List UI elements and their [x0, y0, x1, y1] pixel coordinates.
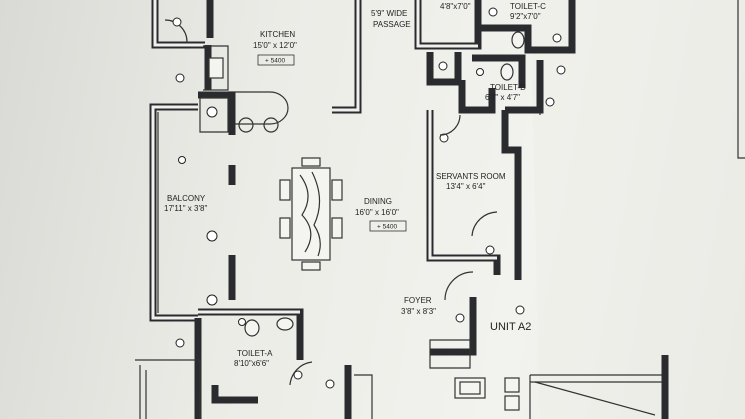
paper-fold-shade	[530, 0, 745, 419]
toilet-a-dims: 8'10"x6'6"	[234, 359, 269, 368]
dining-table	[279, 157, 343, 271]
toilet-d-dims: 6'7" x 4'7"	[485, 93, 520, 102]
toilet-c-wc	[511, 31, 525, 49]
dining-table-top	[291, 167, 331, 261]
toilet-c-walls	[414, 0, 576, 115]
servants-room-walls	[426, 60, 544, 280]
dining-dims: 16'0" x 16'0"	[355, 208, 399, 217]
top-room-dims: 4'8"x7'0"	[440, 2, 471, 11]
stool	[263, 117, 279, 133]
unit-label: UNIT A2	[490, 321, 531, 333]
servants-room-dims: 13'4" x 6'4"	[446, 182, 486, 191]
toilet-a-basin	[276, 317, 294, 331]
kitchen-dims: 15'0" x 12'0"	[253, 41, 297, 50]
foyer-dims: 3'8" x 8'3"	[401, 307, 436, 316]
kitchen-sink	[208, 57, 224, 79]
toilet-a-wc	[244, 319, 260, 337]
toilet-d-label: TOILET-D	[490, 83, 526, 92]
toilet-d-wc	[500, 63, 514, 81]
kitchen-label: KITCHEN	[260, 30, 295, 39]
stool	[238, 117, 254, 133]
balcony-label: BALCONY	[167, 194, 206, 203]
kitchen-level: + 5400	[265, 58, 285, 65]
passage-label-1: 5'9" WIDE	[371, 9, 407, 18]
dining-label: DINING	[364, 197, 392, 206]
kitchen-walls	[151, 0, 289, 133]
dining-level: + 5400	[377, 224, 397, 231]
passage-label-2: PASSAGE	[373, 20, 411, 29]
toilet-a-walls	[135, 308, 373, 419]
toilet-c-label: TOILET-C	[510, 2, 546, 11]
servants-room-label: SERVANTS ROOM	[436, 172, 506, 181]
toilet-c-dims: 9'2"x7'0"	[510, 12, 541, 21]
balcony-walls	[149, 91, 236, 322]
balcony-dims: 17'11" x 3'8"	[164, 204, 207, 213]
room-labels: KITCHEN 15'0" x 12'0" + 5400 5'9" WIDE P…	[164, 2, 546, 368]
toilet-a-label: TOILET-A	[237, 349, 273, 358]
foyer-label: FOYER	[404, 296, 432, 305]
passage-walls	[332, 0, 362, 114]
foyer-walls	[429, 0, 745, 419]
